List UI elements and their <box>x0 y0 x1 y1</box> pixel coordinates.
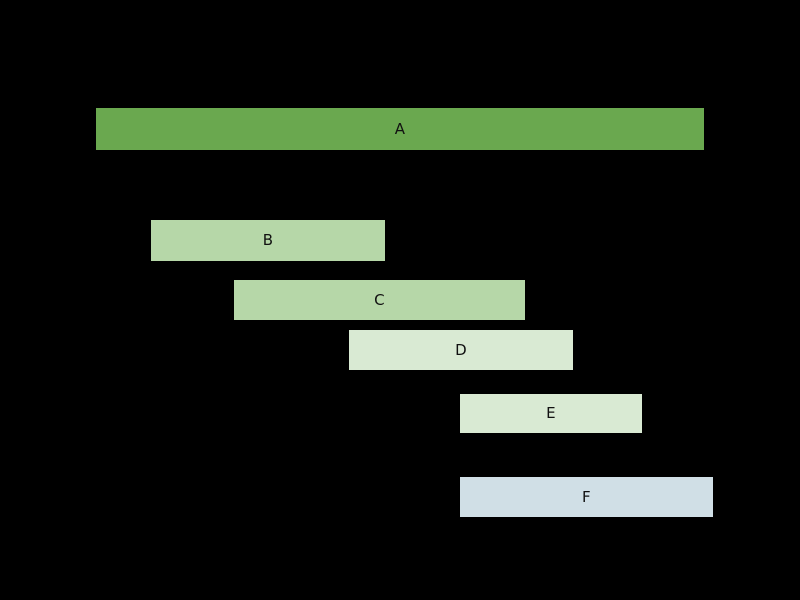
bar-label-b: B <box>262 231 274 249</box>
bar-b[interactable]: B <box>151 220 385 261</box>
bar-c[interactable]: C <box>234 280 525 320</box>
bar-label-d: D <box>455 340 467 359</box>
bar-label-c: C <box>374 290 385 309</box>
bar-f[interactable]: F <box>460 477 713 517</box>
bar-label-e: E <box>546 404 556 422</box>
bar-label-a: A <box>394 119 406 138</box>
bar-e[interactable]: E <box>460 394 642 433</box>
bar-label-f: F <box>582 487 591 506</box>
bar-a[interactable]: A <box>96 108 704 150</box>
bar-d[interactable]: D <box>349 330 573 370</box>
